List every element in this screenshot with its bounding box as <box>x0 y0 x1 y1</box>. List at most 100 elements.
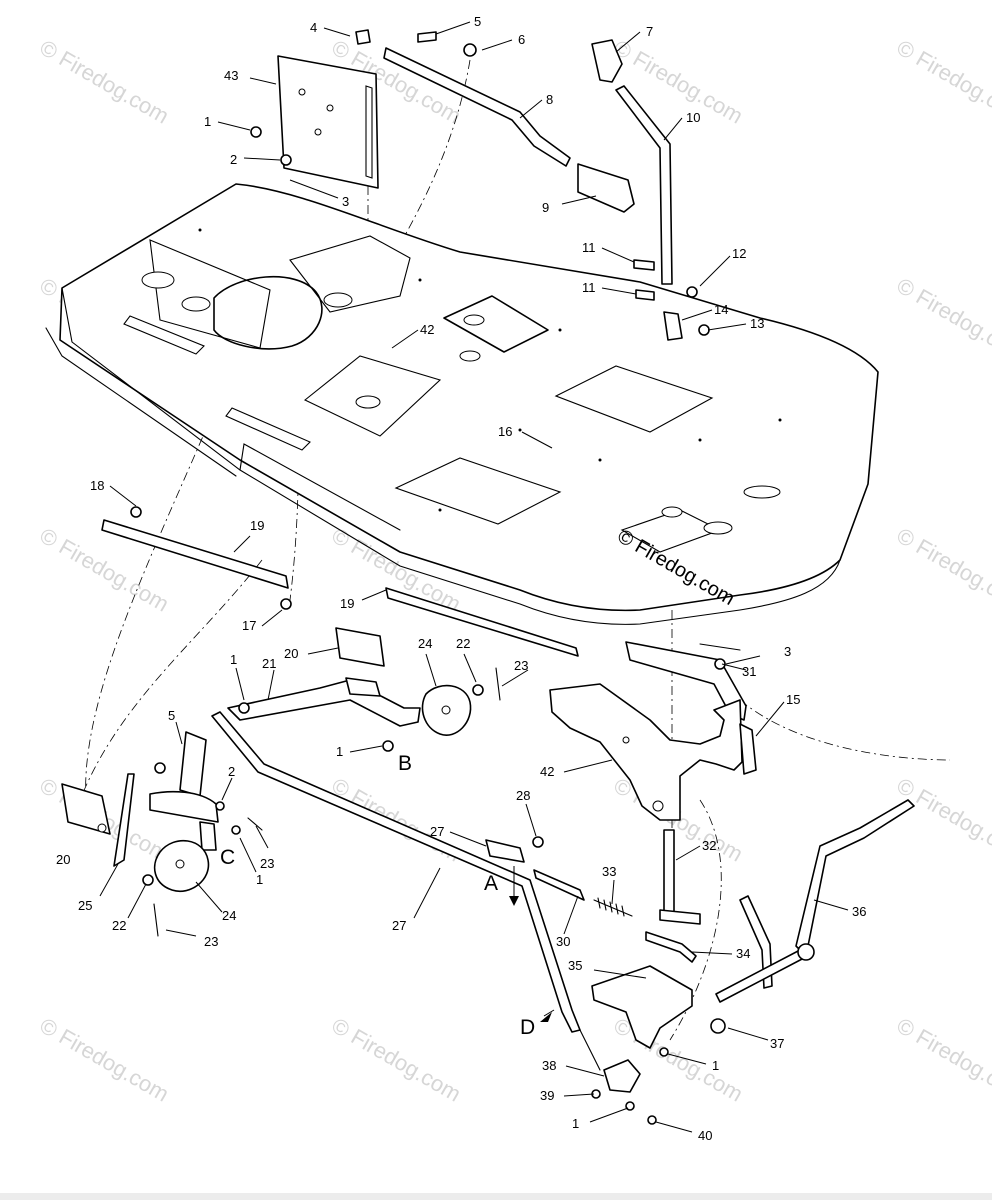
leader <box>109 485 137 507</box>
strap-left <box>101 519 289 589</box>
fastener <box>382 740 394 752</box>
deck-slot <box>225 407 311 451</box>
callout-41: 42 <box>540 764 554 779</box>
spring-rod <box>533 869 585 901</box>
fastener <box>154 762 166 774</box>
strap-right <box>385 587 579 657</box>
letter-d: D <box>520 1016 535 1039</box>
cotter-pin <box>699 643 741 651</box>
callout-24: 24 <box>222 908 236 923</box>
deck-rivet <box>198 228 202 232</box>
leader <box>691 951 733 955</box>
callout-9: 9 <box>542 200 549 215</box>
rod-arm <box>345 677 381 697</box>
leader <box>195 881 223 913</box>
leader <box>99 863 119 897</box>
fastener <box>686 286 698 298</box>
leader <box>601 287 637 295</box>
leader <box>361 589 387 601</box>
callout-15: 15 <box>786 692 800 707</box>
callout-11: 11 <box>582 240 596 255</box>
watermark: © Firedog.com <box>610 35 748 129</box>
callout-8: 8 <box>546 92 553 107</box>
leader <box>707 323 747 331</box>
shaft-collar <box>797 943 815 961</box>
leader <box>233 535 251 553</box>
watermark: © Firedog.com <box>893 1013 992 1107</box>
alignment-line <box>739 699 951 761</box>
deck-hole <box>703 521 733 535</box>
plate-hole <box>97 823 107 833</box>
cross-shaft <box>715 949 805 1003</box>
alignment-line <box>85 419 211 801</box>
deck-hole <box>181 296 211 312</box>
leader <box>249 77 277 85</box>
leader <box>681 309 713 321</box>
leader <box>525 803 537 837</box>
letter-a: A <box>484 872 498 895</box>
leader <box>481 39 513 51</box>
callout-7: 7 <box>646 24 653 39</box>
leader <box>349 745 383 753</box>
callout-2: 2 <box>228 764 235 779</box>
leader <box>721 663 747 671</box>
leader <box>413 867 441 919</box>
callout-37: 37 <box>770 1036 784 1051</box>
callout-20: 20 <box>56 852 70 867</box>
letter-b: B <box>398 752 412 775</box>
callout-25: 25 <box>78 898 92 913</box>
alignment-line <box>79 559 263 801</box>
leader <box>663 117 683 141</box>
fastener <box>698 324 710 336</box>
bracket-main <box>549 683 743 821</box>
deck-hole <box>743 485 781 499</box>
arrow-a-head <box>509 896 519 906</box>
deck-recess <box>303 355 442 437</box>
leader <box>323 27 351 37</box>
callout-11: 11 <box>582 280 596 295</box>
lever-clip <box>663 311 683 341</box>
leader <box>127 883 147 919</box>
callout-1: 1 <box>572 1116 579 1131</box>
callout-6: 6 <box>518 32 525 47</box>
leader <box>727 1027 769 1041</box>
leader-lines <box>99 21 849 1133</box>
deck-lip <box>45 327 237 477</box>
leader <box>519 99 543 119</box>
fastener <box>472 684 484 696</box>
seat-plate <box>277 55 379 189</box>
leader <box>563 1093 595 1097</box>
leader <box>289 179 339 199</box>
callout-13: 13 <box>750 316 764 331</box>
watermark: © Firedog.com <box>893 523 992 617</box>
leader <box>813 899 849 911</box>
deck-rivet <box>778 418 782 422</box>
callout-3: 3 <box>784 644 791 659</box>
deck-rivet <box>418 278 422 282</box>
arrow-d-line <box>543 1009 555 1017</box>
callout-22: 22 <box>112 918 126 933</box>
watermark: © Firedog.com <box>893 35 992 129</box>
callout-2: 2 <box>230 152 237 167</box>
middle-parts <box>101 506 579 752</box>
leader <box>235 667 245 701</box>
leader <box>667 1053 707 1065</box>
leader <box>561 195 597 205</box>
washer <box>710 1018 726 1034</box>
callout-1: 1 <box>256 872 263 887</box>
seat-plate-slot <box>365 85 373 179</box>
leader <box>261 609 283 627</box>
callout-10: 10 <box>686 110 700 125</box>
bracket-plate <box>591 965 693 1049</box>
leader <box>655 1121 693 1133</box>
pulley-hub <box>441 705 451 715</box>
callout-31: 31 <box>742 664 756 679</box>
callout-27: 27 <box>392 918 406 933</box>
fastener <box>250 126 262 138</box>
callout-32: 32 <box>702 838 716 853</box>
fastener <box>635 289 655 301</box>
deck-lower-edge <box>61 287 841 625</box>
leader <box>217 121 251 131</box>
rail-pad <box>577 163 635 213</box>
pivot-shaft <box>149 790 219 823</box>
